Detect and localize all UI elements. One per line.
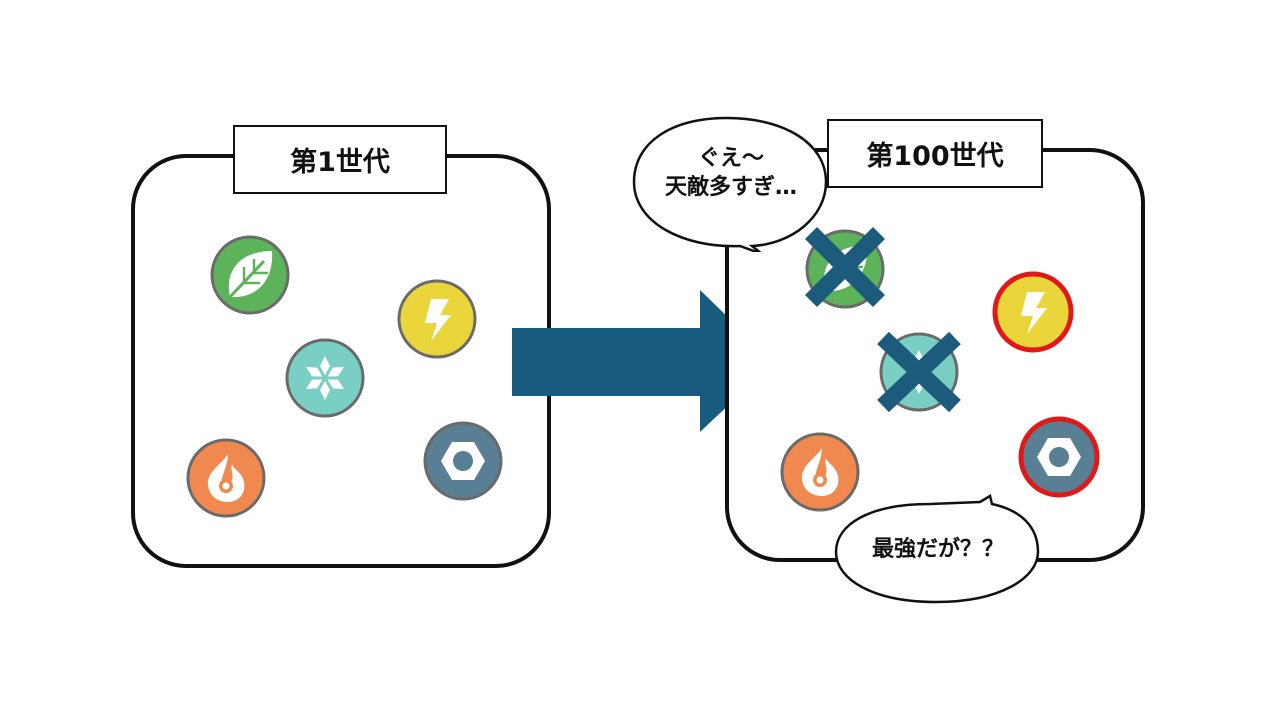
bubble-top-line2: 天敵多すぎ… [664,174,797,200]
steel-token [423,421,503,501]
cross-mark-icon [804,226,886,308]
ice-token [285,338,365,418]
ice-token-eliminated [877,331,961,413]
cross-mark-icon [877,331,961,413]
speech-bubble-top [632,116,828,252]
speech-bubble-top-text: ぐえ～ 天敵多すぎ… [636,145,826,202]
left-panel-label: 第1世代 [233,125,447,194]
speech-bubble-bottom-text: 最強だが？？ [871,537,1004,562]
electric-token-highlighted [991,270,1075,354]
right-panel-label: 第100世代 [827,119,1043,188]
right-arrow [512,290,774,432]
grass-token-eliminated [804,226,886,309]
grass-token [210,235,290,315]
fire-token [780,432,860,512]
steel-token-highlighted [1017,415,1101,499]
bubble-top-line1: ぐえ～ [697,146,764,171]
fire-token [186,438,266,518]
electric-token [397,279,477,359]
speech-bubble-bottom [834,494,1040,604]
